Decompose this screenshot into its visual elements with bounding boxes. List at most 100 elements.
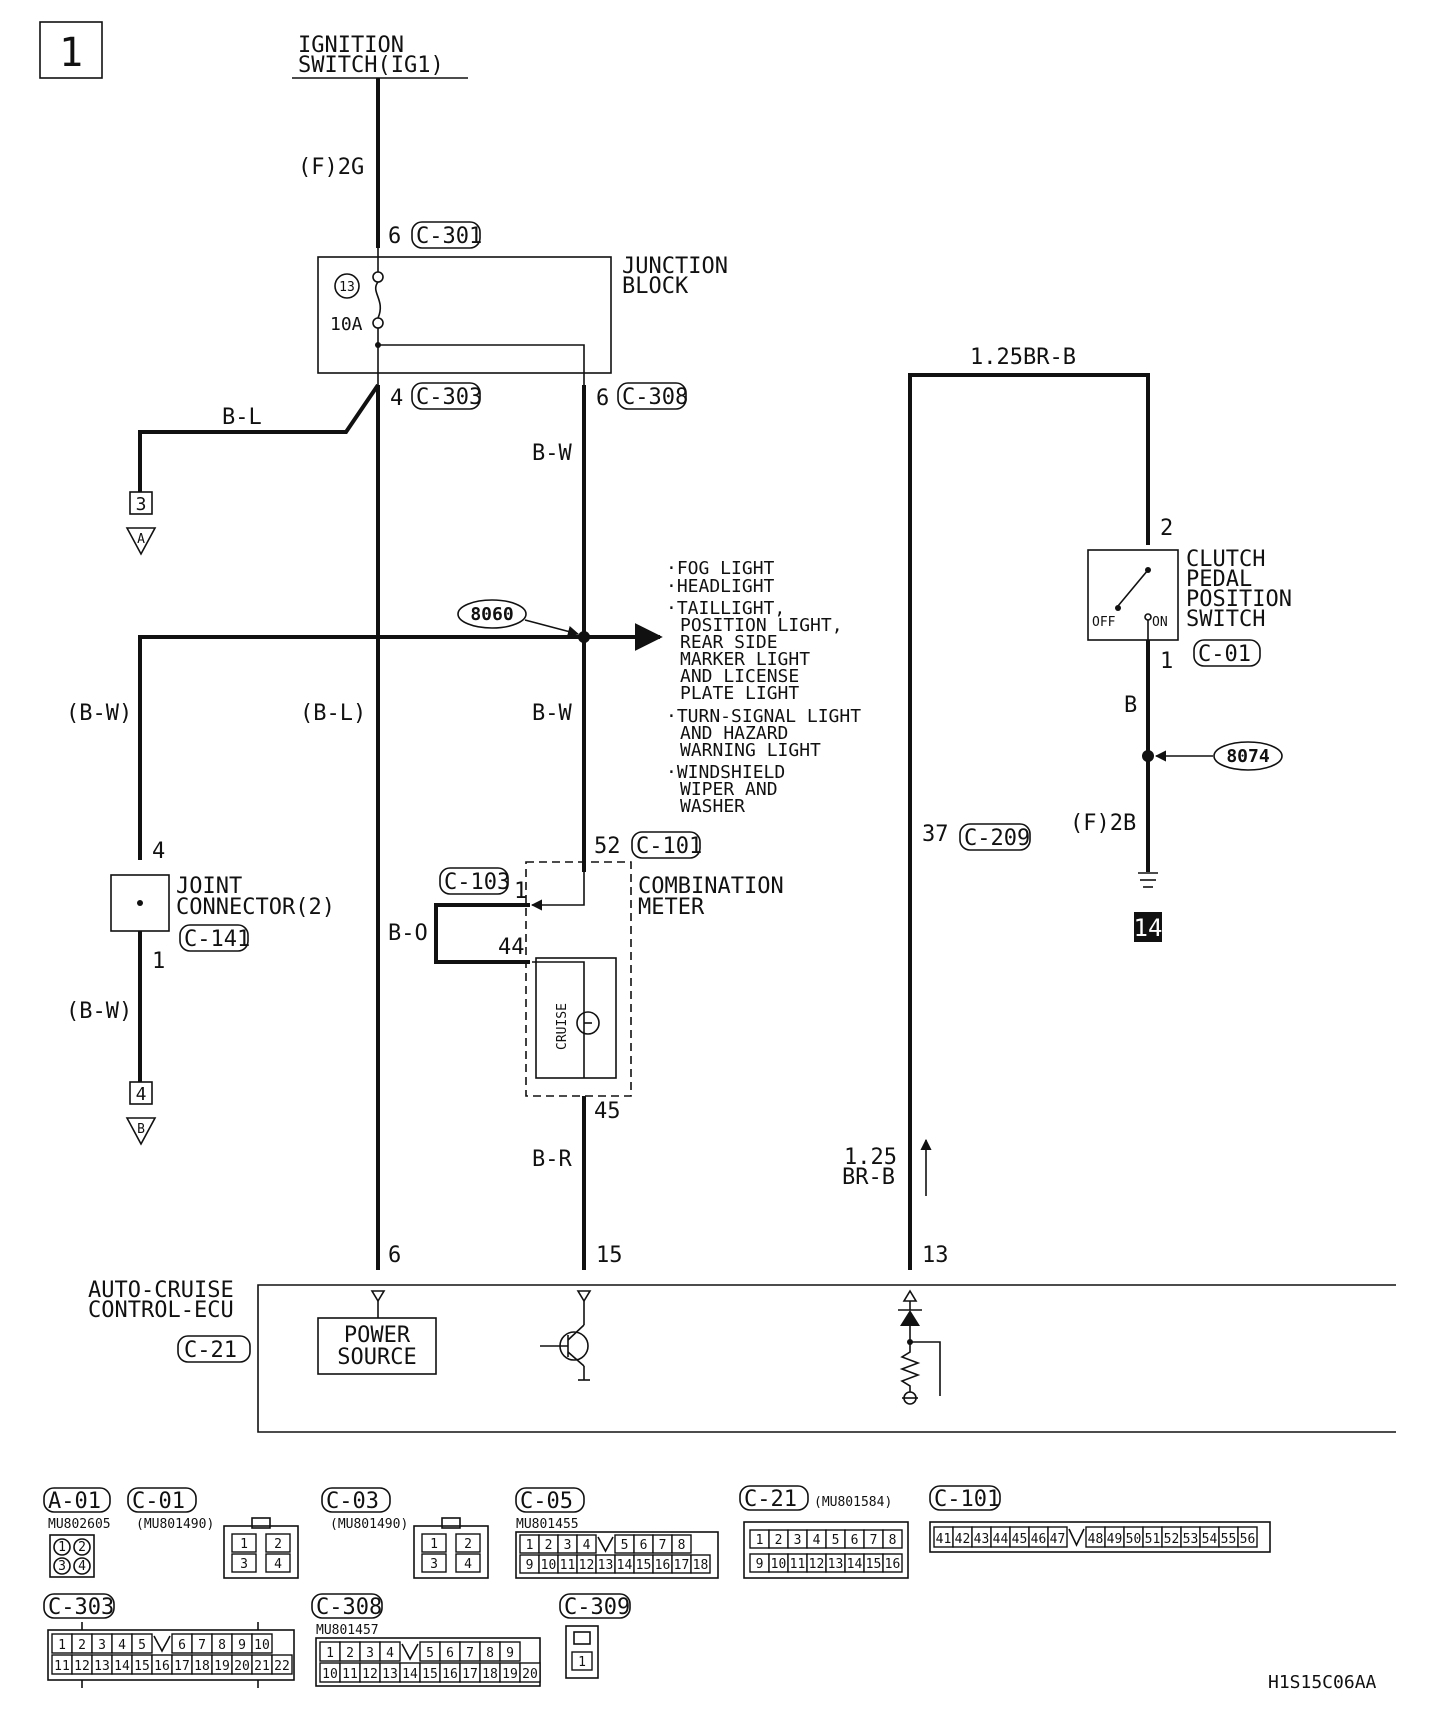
cv-pin: 8	[218, 1638, 226, 1653]
cv-pin: 7	[870, 1533, 878, 1548]
cv-label: C-303	[48, 1595, 114, 1620]
cs-label-2: PEDAL	[1186, 567, 1252, 592]
clutch-pedal-position-switch: 2 OFF ON CLUTCH PEDAL POSITION SWITCH C-…	[1087, 516, 1292, 667]
ecu-conn: C-21	[184, 1338, 237, 1363]
combination-meter: 52 C-101 COMBINATION METER CRUISE 1 44 C…	[439, 831, 784, 1097]
cv-pin: 3	[240, 1557, 248, 1572]
ps-label-2: SOURCE	[337, 1345, 416, 1370]
ref-3: 3	[136, 494, 147, 515]
cv-pin: 9	[526, 1558, 534, 1573]
cv-pin: 7	[466, 1646, 474, 1661]
cv-pin: 1	[526, 1538, 534, 1553]
cv-pin: 16	[442, 1667, 458, 1682]
cv-key	[597, 1536, 614, 1553]
list-item: ·WINDSHIELD	[666, 762, 785, 783]
cv-pin: 14	[402, 1667, 418, 1682]
c209-pin: 37	[922, 822, 949, 847]
connector-view-a01: A-01 MU802605 1 2 3 4	[43, 1487, 111, 1578]
wire-label-brb-l2: BR-B	[842, 1165, 895, 1190]
cv-pin: 20	[234, 1659, 250, 1674]
cv-pin-cell	[1237, 1526, 1258, 1548]
cm-label-2: METER	[638, 895, 705, 920]
list-item: WARNING LIGHT	[680, 740, 821, 761]
cv-pin: 6	[640, 1538, 648, 1553]
list-item: MARKER LIGHT	[680, 649, 810, 670]
cm-pin-1: 1	[514, 879, 527, 904]
list-item: WIPER AND	[680, 779, 778, 800]
ref-a: A	[137, 532, 145, 547]
cv-pin: 20	[522, 1667, 538, 1682]
cv-pin: 12	[809, 1557, 825, 1572]
cv-pin: 2	[78, 1540, 86, 1555]
cv-key	[153, 1635, 171, 1653]
cv-pin: 2	[274, 1537, 282, 1552]
wire-label-brb-top: 1.25BR-B	[970, 345, 1076, 370]
cv-pin: 14	[617, 1558, 633, 1573]
cv-pin: 14	[114, 1659, 130, 1674]
cv-pin: 1	[578, 1655, 586, 1670]
cv-pin: 46	[1031, 1532, 1047, 1547]
cv-pin: 15	[636, 1558, 652, 1573]
fuse-amp: 10A	[330, 314, 363, 335]
cv-pin: 12	[74, 1659, 90, 1674]
cv-pin: 52	[1164, 1532, 1180, 1547]
cv-pin: 6	[446, 1646, 454, 1661]
cv-pin: 18	[194, 1659, 210, 1674]
cm-pin-44: 44	[498, 935, 525, 960]
cs-off: OFF	[1092, 615, 1116, 630]
cv-pin: 3	[564, 1538, 572, 1553]
jb-out1-conn: C-303	[416, 385, 482, 410]
cv-pin: 41	[936, 1532, 952, 1547]
cv-pin: 49	[1107, 1532, 1123, 1547]
cv-part: MU802605	[48, 1517, 111, 1532]
junction-8074: 8074	[1226, 746, 1270, 767]
wire-label-f2g: (F)2G	[298, 155, 364, 180]
cv-pin: 15	[422, 1667, 438, 1682]
cv-pin: 14	[847, 1557, 863, 1572]
cv-pin: 21	[254, 1659, 270, 1674]
cv-pin: 8	[486, 1646, 494, 1661]
cruise-indicator: CRUISE	[555, 1003, 570, 1050]
ecu-label-2: CONTROL-ECU	[88, 1298, 234, 1323]
cv-pin: 11	[560, 1558, 576, 1573]
cv-pin: 3	[794, 1533, 802, 1548]
cv-pin-cell	[379, 1641, 401, 1662]
cv-pin: 2	[346, 1646, 354, 1661]
cv-pin: 4	[583, 1538, 591, 1553]
cv-label: C-21	[744, 1487, 797, 1512]
list-item: AND HAZARD	[680, 723, 788, 744]
list-item: POSITION LIGHT,	[680, 615, 843, 636]
jb-label-2: BLOCK	[622, 274, 689, 299]
jb-out2-pin: 6	[596, 386, 609, 411]
cv-key	[401, 1643, 419, 1661]
cv-pin: 10	[322, 1667, 338, 1682]
cv-pin: 51	[1145, 1532, 1161, 1547]
cv-pin: 5	[832, 1533, 840, 1548]
jb-out1-pin: 4	[390, 386, 403, 411]
wire-label-bl: B-L	[222, 405, 262, 430]
cv-key	[1068, 1528, 1085, 1547]
cv-pin-cell	[499, 1641, 521, 1662]
cv-pin: 1	[756, 1533, 764, 1548]
cv-pin: 18	[482, 1667, 498, 1682]
cv-pin: 13	[828, 1557, 844, 1572]
cv-pin: 1	[58, 1638, 66, 1653]
cv-label: C-05	[520, 1489, 573, 1514]
cv-part: (MU801490)	[136, 1517, 214, 1532]
junction-8060: 8060	[470, 604, 513, 625]
cv-pin: 15	[866, 1557, 882, 1572]
cv-pin: 12	[362, 1667, 378, 1682]
jb-in-pin: 6	[388, 224, 401, 249]
ignition-label-1: IGNITION	[298, 33, 404, 58]
cv-pin-cell	[251, 1633, 273, 1654]
cv-part: (MU801490)	[330, 1517, 408, 1532]
diagram-code: H1S15C06AA	[1268, 1672, 1377, 1693]
cs-on: ON	[1152, 615, 1168, 630]
list-item: PLATE LIGHT	[680, 683, 799, 704]
ecu-pin-6: 6	[388, 1243, 401, 1268]
cv-label: C-309	[564, 1595, 630, 1620]
cv-pin: 13	[598, 1558, 614, 1573]
c209-conn: C-209	[964, 826, 1030, 851]
